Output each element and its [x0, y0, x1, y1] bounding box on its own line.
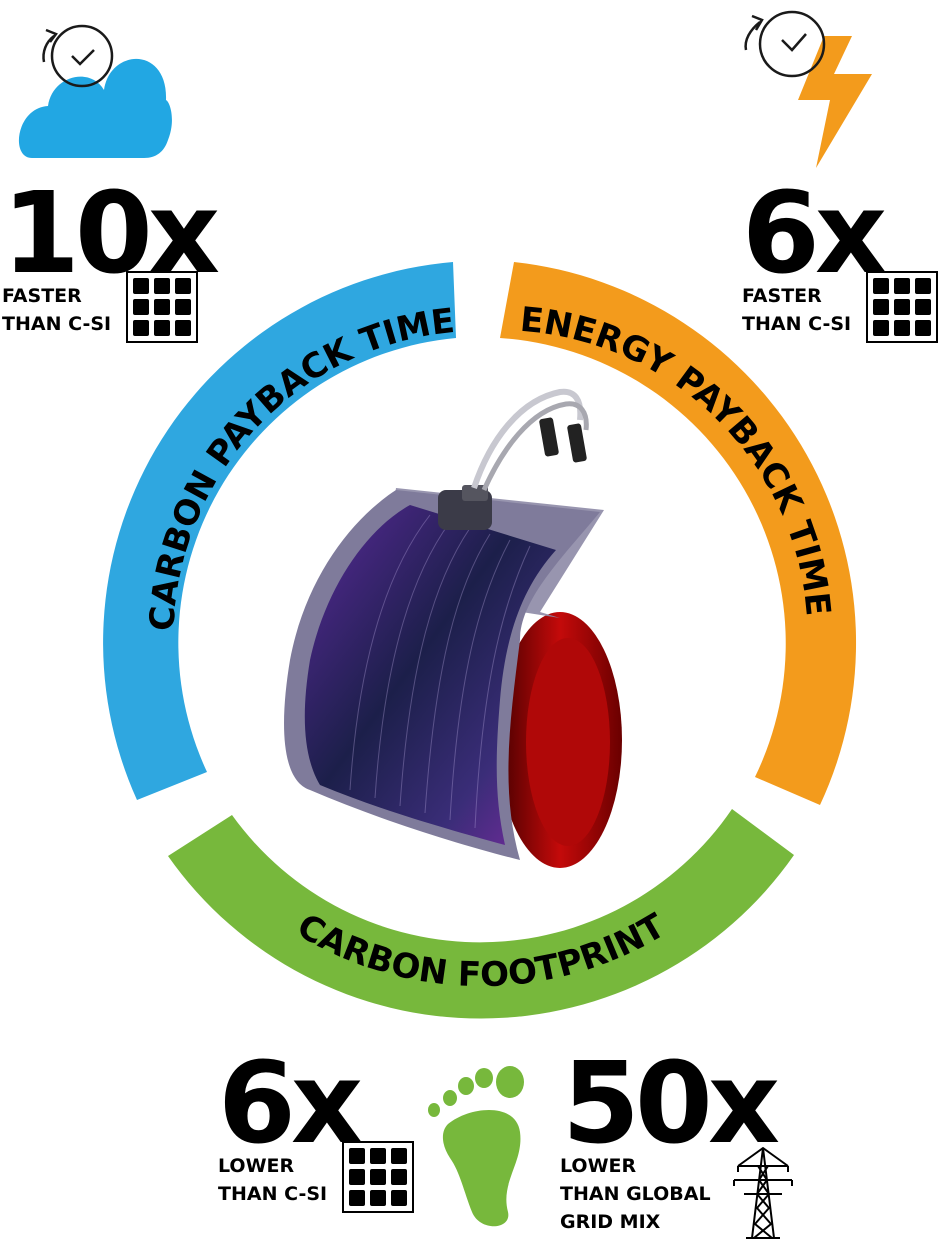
stat-top-right-value: 6x [742, 169, 887, 299]
energy-payback-arc [500, 262, 857, 805]
stat-bottom-left-line2: THAN C-SI [218, 1183, 328, 1205]
solar-panel-icon [866, 271, 938, 343]
stat-top-left-line2: THAN C-SI [2, 313, 112, 335]
carbon-payback-arc [103, 262, 457, 800]
stat-bottom-left-line1: LOWER [218, 1155, 295, 1177]
stat-top-right-caption: FASTER THAN C-SI [742, 282, 851, 338]
flexible-solar-panel-image [284, 388, 622, 868]
stat-bottom-right-value: 50x [562, 1039, 780, 1169]
stat-bottom-left-caption: LOWER THAN C-SI [218, 1152, 327, 1208]
stat-bottom-left-value: 6x [218, 1039, 363, 1169]
bolt-clock-icon [744, 10, 872, 168]
solar-panel-icon [342, 1141, 414, 1213]
cloud-clock-icon [18, 24, 172, 158]
stat-bottom-right-caption: LOWER THAN GLOBAL GRID MIX [560, 1152, 711, 1236]
stat-bottom-right-line3: GRID MIX [560, 1211, 661, 1233]
stat-bottom-right-line2: THAN GLOBAL [560, 1183, 711, 1205]
stat-top-left-line1: FASTER [2, 285, 82, 307]
footprint-icon [428, 1066, 524, 1227]
stat-top-right-line2: THAN C-SI [742, 313, 852, 335]
solar-panel-icon [126, 271, 198, 343]
carbon-footprint-arc [168, 809, 794, 1019]
stat-top-left-caption: FASTER THAN C-SI [2, 282, 111, 338]
stat-top-right-line1: FASTER [742, 285, 822, 307]
stat-bottom-right-line1: LOWER [560, 1155, 637, 1177]
power-tower-icon [733, 1147, 793, 1239]
